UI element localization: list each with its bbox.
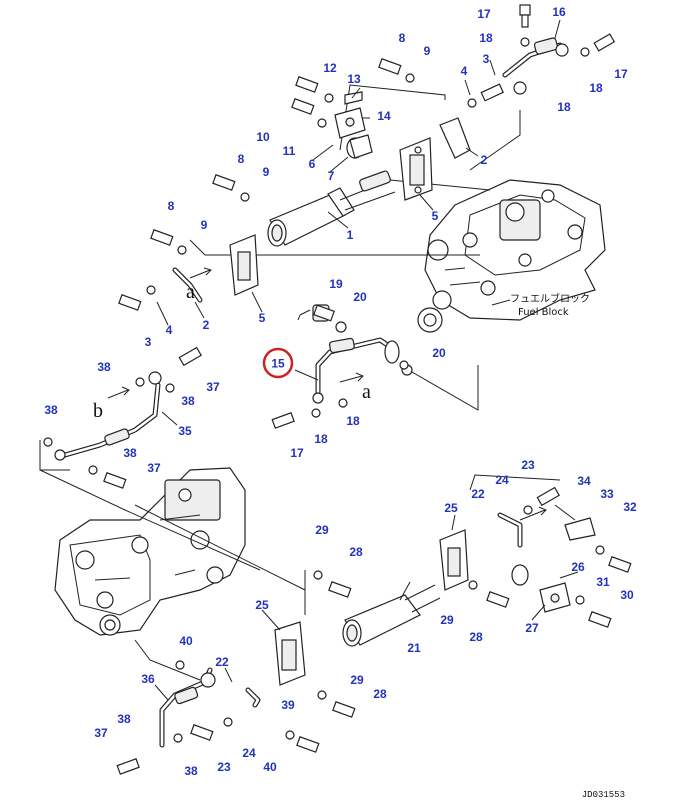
callout-32: 32 (623, 500, 637, 514)
pipe-mark-a-center: a (362, 381, 371, 403)
pipe-mark-b-left: b (93, 400, 103, 422)
pipe-35 (54, 371, 162, 461)
callout-23: 23 (217, 760, 231, 774)
callout-34: 34 (577, 474, 591, 488)
callout-3: 3 (483, 52, 490, 66)
callout-20: 20 (432, 346, 446, 360)
callout-8: 8 (238, 152, 245, 166)
callout-38: 38 (97, 360, 111, 374)
callout-10: 10 (256, 130, 270, 144)
callout-9: 9 (263, 165, 270, 179)
fasteners (43, 4, 632, 775)
callout-23: 23 (521, 458, 535, 472)
leader-lines-upper (39, 84, 576, 681)
callout-40: 40 (263, 760, 277, 774)
callout-5: 5 (259, 311, 266, 325)
callout-37: 37 (147, 461, 161, 475)
callout-35: 35 (178, 424, 192, 438)
callout-20: 20 (353, 290, 367, 304)
callout-11: 11 (283, 144, 296, 158)
callout-17: 17 (614, 67, 628, 81)
lower-right-assembly (159, 512, 596, 748)
callout-28: 28 (349, 545, 363, 559)
callout-38: 38 (123, 446, 137, 460)
callout-18: 18 (479, 31, 493, 45)
callout-14: 14 (377, 109, 391, 123)
callout-38: 38 (181, 394, 195, 408)
callout-17: 17 (290, 446, 304, 460)
drawing-code: JD031553 (582, 790, 625, 800)
callout-28: 28 (469, 630, 483, 644)
callout-28: 28 (373, 687, 387, 701)
callout-40: 40 (179, 634, 193, 648)
callout-25: 25 (255, 598, 269, 612)
valve-block (54, 467, 246, 636)
callout-29: 29 (440, 613, 454, 627)
callout-37: 37 (206, 380, 220, 394)
callout-30: 30 (620, 588, 634, 602)
callout-16: 16 (552, 5, 566, 19)
callout-22: 22 (215, 655, 229, 669)
callout-6: 6 (309, 157, 316, 171)
fuel-block-label-en: Fuel Block (518, 307, 569, 318)
callout-9: 9 (201, 218, 208, 232)
callout-15-highlighted: 15 (271, 357, 285, 371)
callout-27: 27 (525, 621, 539, 635)
callout-24: 24 (495, 473, 509, 487)
callout-3: 3 (145, 335, 152, 349)
highlight-circle (262, 347, 294, 379)
callout-4: 4 (461, 64, 468, 78)
callout-leaders (154, 19, 579, 701)
callout-25: 25 (444, 501, 458, 515)
callout-29: 29 (350, 673, 364, 687)
callout-38: 38 (117, 712, 131, 726)
callout-36: 36 (141, 672, 155, 686)
callout-7: 7 (328, 169, 335, 183)
callout-18: 18 (314, 432, 328, 446)
fuel-block (417, 179, 606, 333)
callout-33: 33 (600, 487, 614, 501)
callout-12: 12 (323, 61, 337, 75)
callout-17: 17 (477, 7, 491, 21)
callout-39: 39 (281, 698, 295, 712)
callout-8: 8 (399, 31, 406, 45)
callout-18: 18 (346, 414, 360, 428)
callout-31: 31 (596, 575, 610, 589)
callout-2: 2 (481, 153, 488, 167)
callout-8: 8 (168, 199, 175, 213)
pipe-marks: a a b (93, 267, 547, 521)
fuel-block-label-jp: フュエルブロック (510, 292, 590, 305)
upper-pipe-assembly (172, 37, 569, 303)
callout-19: 19 (329, 277, 343, 291)
callout-4: 4 (166, 323, 173, 337)
callout-26: 26 (571, 560, 585, 574)
callout-1: 1 (347, 228, 354, 242)
callout-18: 18 (589, 81, 603, 95)
callout-29: 29 (315, 523, 329, 537)
pipe-mark-a-left: a (186, 281, 195, 303)
callout-2: 2 (203, 318, 210, 332)
callout-37: 37 (94, 726, 108, 740)
callout-21: 21 (407, 641, 421, 655)
callout-13: 13 (347, 72, 361, 86)
callout-9: 9 (424, 44, 431, 58)
callout-38: 38 (44, 403, 58, 417)
callout-18: 18 (557, 100, 571, 114)
callout-5: 5 (432, 209, 439, 223)
callout-38: 38 (184, 764, 198, 778)
callout-24: 24 (242, 746, 256, 760)
callout-22: 22 (471, 487, 485, 501)
